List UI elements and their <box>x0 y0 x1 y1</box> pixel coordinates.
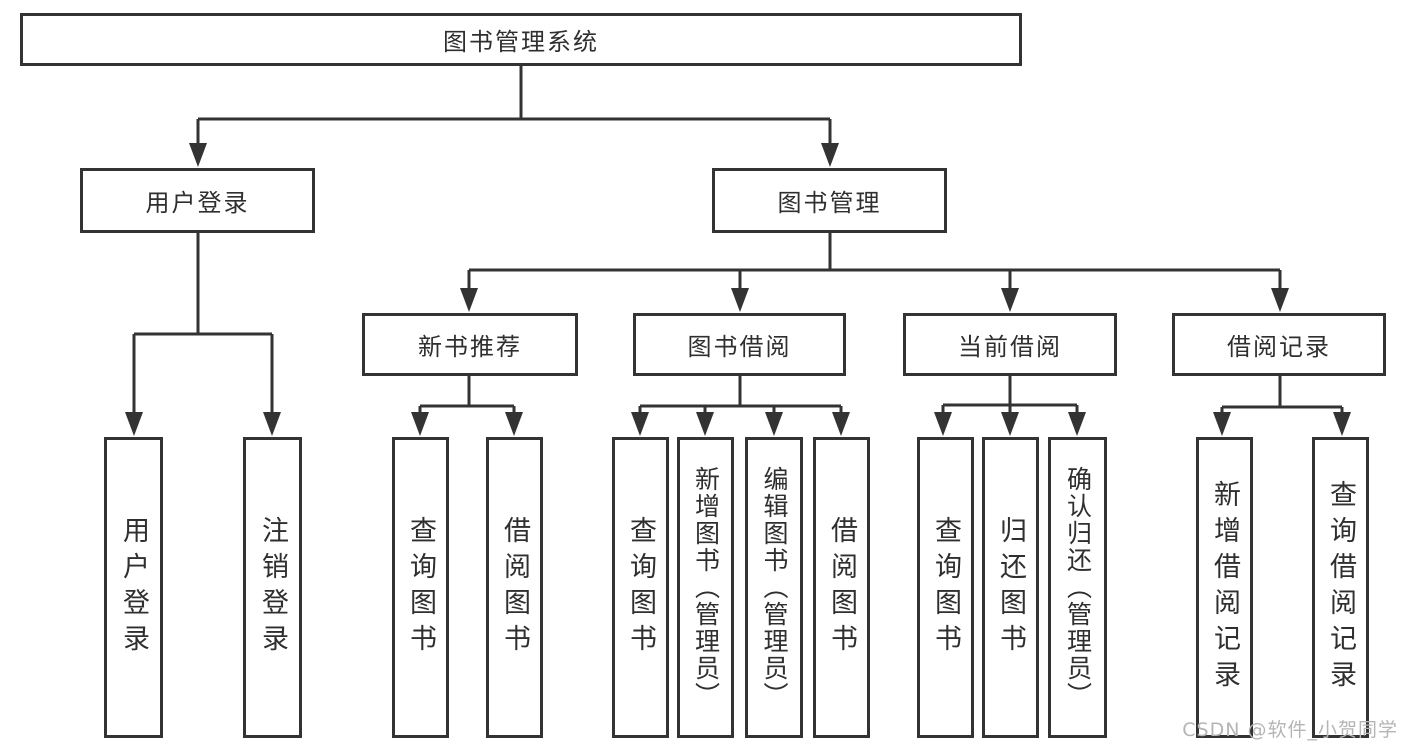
leaf-logout: 注销登录 <box>243 437 302 738</box>
leaf-br-query-record: 查询借阅记录 <box>1312 437 1369 738</box>
leaf-logout-label: 注销登录 <box>257 515 288 660</box>
leaf-cb-query-books-label: 查询图书 <box>930 515 961 660</box>
leaf-cb-query-books: 查询图书 <box>917 437 974 738</box>
arrowheads <box>125 143 1351 436</box>
leaf-user-login: 用户登录 <box>104 437 163 738</box>
node-book-borrow: 图书借阅 <box>633 313 846 376</box>
leaf-bb-query-books-label: 查询图书 <box>625 515 656 660</box>
connector-cb <box>943 376 1077 407</box>
leaf-cb-return-books: 归还图书 <box>982 437 1039 738</box>
node-borrow-records-label: 借阅记录 <box>1227 333 1331 361</box>
leaf-bb-borrow-books: 借阅图书 <box>813 437 870 738</box>
leaf-cb-confirm-return-admin: 确认归还（管理员） <box>1048 437 1107 738</box>
leaf-bb-add-books-admin-label: 新增图书（管理员） <box>691 466 721 709</box>
connector-br <box>1222 376 1342 409</box>
leaf-br-query-record-label: 查询借阅记录 <box>1325 479 1356 696</box>
node-root-label: 图书管理系统 <box>443 28 599 56</box>
node-new-book-recommend: 新书推荐 <box>362 313 578 376</box>
leaf-nb-borrow-books-label: 借阅图书 <box>499 515 530 660</box>
leaf-bb-edit-books-admin-label: 编辑图书（管理员） <box>760 466 789 709</box>
leaf-br-add-record: 新增借阅记录 <box>1196 437 1253 738</box>
node-root: 图书管理系统 <box>20 13 1022 66</box>
node-current-borrow-label: 当前借阅 <box>958 333 1062 361</box>
leaf-cb-return-books-label: 归还图书 <box>995 515 1026 660</box>
leaf-nb-borrow-books: 借阅图书 <box>486 437 543 738</box>
node-user-login: 用户登录 <box>80 168 315 233</box>
leaf-bb-query-books: 查询图书 <box>612 437 669 738</box>
leaf-br-add-record-label: 新增借阅记录 <box>1209 479 1240 696</box>
leaf-bb-add-books-admin: 新增图书（管理员） <box>677 437 734 738</box>
leaf-user-login-label: 用户登录 <box>118 515 149 660</box>
node-user-login-label: 用户登录 <box>145 189 250 217</box>
leaf-cb-confirm-return-admin-label: 确认归还（管理员） <box>1063 466 1093 709</box>
leaf-nb-query-books-label: 查询图书 <box>405 515 436 660</box>
csdn-watermark: CSDN @软件_小贺同学 <box>1182 719 1398 741</box>
leaf-bb-borrow-books-label: 借阅图书 <box>826 515 857 660</box>
node-new-book-recommend-label: 新书推荐 <box>418 333 522 361</box>
node-book-borrow-label: 图书借阅 <box>687 333 792 361</box>
node-book-mgmt: 图书管理 <box>712 168 947 233</box>
leaf-bb-edit-books-admin: 编辑图书（管理员） <box>745 437 803 738</box>
node-borrow-records: 借阅记录 <box>1172 313 1386 376</box>
node-current-borrow: 当前借阅 <box>903 313 1117 376</box>
leaf-nb-query-books: 查询图书 <box>392 437 449 738</box>
node-book-mgmt-label: 图书管理 <box>777 189 882 217</box>
